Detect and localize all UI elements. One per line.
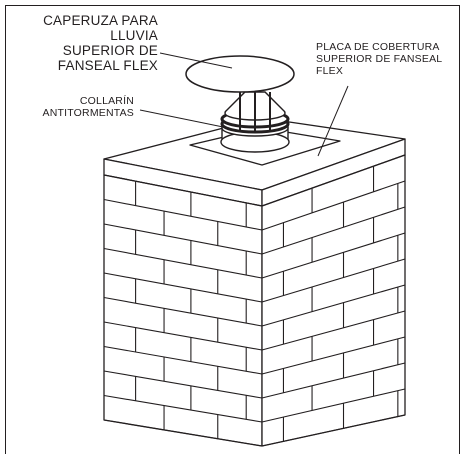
mortar-line-left	[103, 321, 263, 351]
label-top-plate-line-2: SUPERIOR DE FANSEAL	[316, 52, 443, 65]
mortar-line-left	[103, 174, 263, 207]
label-rain-cap-line-3: SUPERIOR DE	[62, 43, 158, 59]
mortar-line-right	[261, 232, 406, 279]
leader-lines	[139, 52, 349, 157]
mortar-line-left	[103, 272, 263, 303]
mortar-line-left	[103, 198, 263, 231]
mortar-line-left	[103, 394, 263, 423]
brick-courses	[103, 154, 406, 447]
leader-top-plate	[317, 85, 349, 157]
mortar-line-right	[261, 388, 406, 423]
mortar-line-right	[261, 310, 406, 351]
label-top-plate-line-3: FLEX	[316, 64, 344, 77]
mortar-line-left	[103, 223, 263, 255]
label-top-plate-line-1: PLACA DE COBERTURA	[316, 41, 440, 53]
mortar-line-right	[261, 284, 406, 327]
mortar-line-right	[261, 362, 406, 399]
label-storm-collar-line-2: ANTITORMENTAS	[42, 106, 134, 119]
mortar-line-left	[103, 370, 263, 399]
chimney-left-face	[103, 174, 263, 447]
label-rain-cap: CAPERUZA PARA LLUVIA SUPERIOR DE FANSEAL…	[18, 13, 158, 73]
label-storm-collar-line-1: COLLARÍN	[79, 95, 134, 107]
leader-storm-collar	[139, 109, 229, 129]
mortar-line-right	[261, 154, 406, 207]
pipe-assembly	[185, 55, 295, 153]
mortar-line-right	[261, 258, 406, 303]
leader-rain-cap	[159, 52, 233, 69]
label-rain-cap-line-2: LLUVIA	[110, 28, 158, 44]
mortar-line-right	[261, 336, 406, 375]
rain-cap-disc	[185, 55, 295, 93]
mortar-line-left	[103, 296, 263, 327]
mortar-line-right	[261, 180, 406, 231]
label-top-plate: PLACA DE COBERTURA SUPERIOR DE FANSEAL F…	[316, 41, 443, 77]
label-rain-cap-line-1: CAPERUZA PARA	[43, 13, 158, 28]
mortar-line-left	[103, 419, 263, 447]
label-storm-collar: COLLARÍN ANTITORMENTAS	[8, 95, 134, 120]
label-rain-cap-line-4: FANSEAL FLEX	[57, 58, 158, 74]
mortar-line-left	[103, 345, 263, 375]
mortar-line-right	[261, 414, 406, 447]
mortar-line-left	[103, 247, 263, 279]
diagram-frame	[5, 5, 460, 454]
mortar-line-right	[261, 206, 406, 255]
